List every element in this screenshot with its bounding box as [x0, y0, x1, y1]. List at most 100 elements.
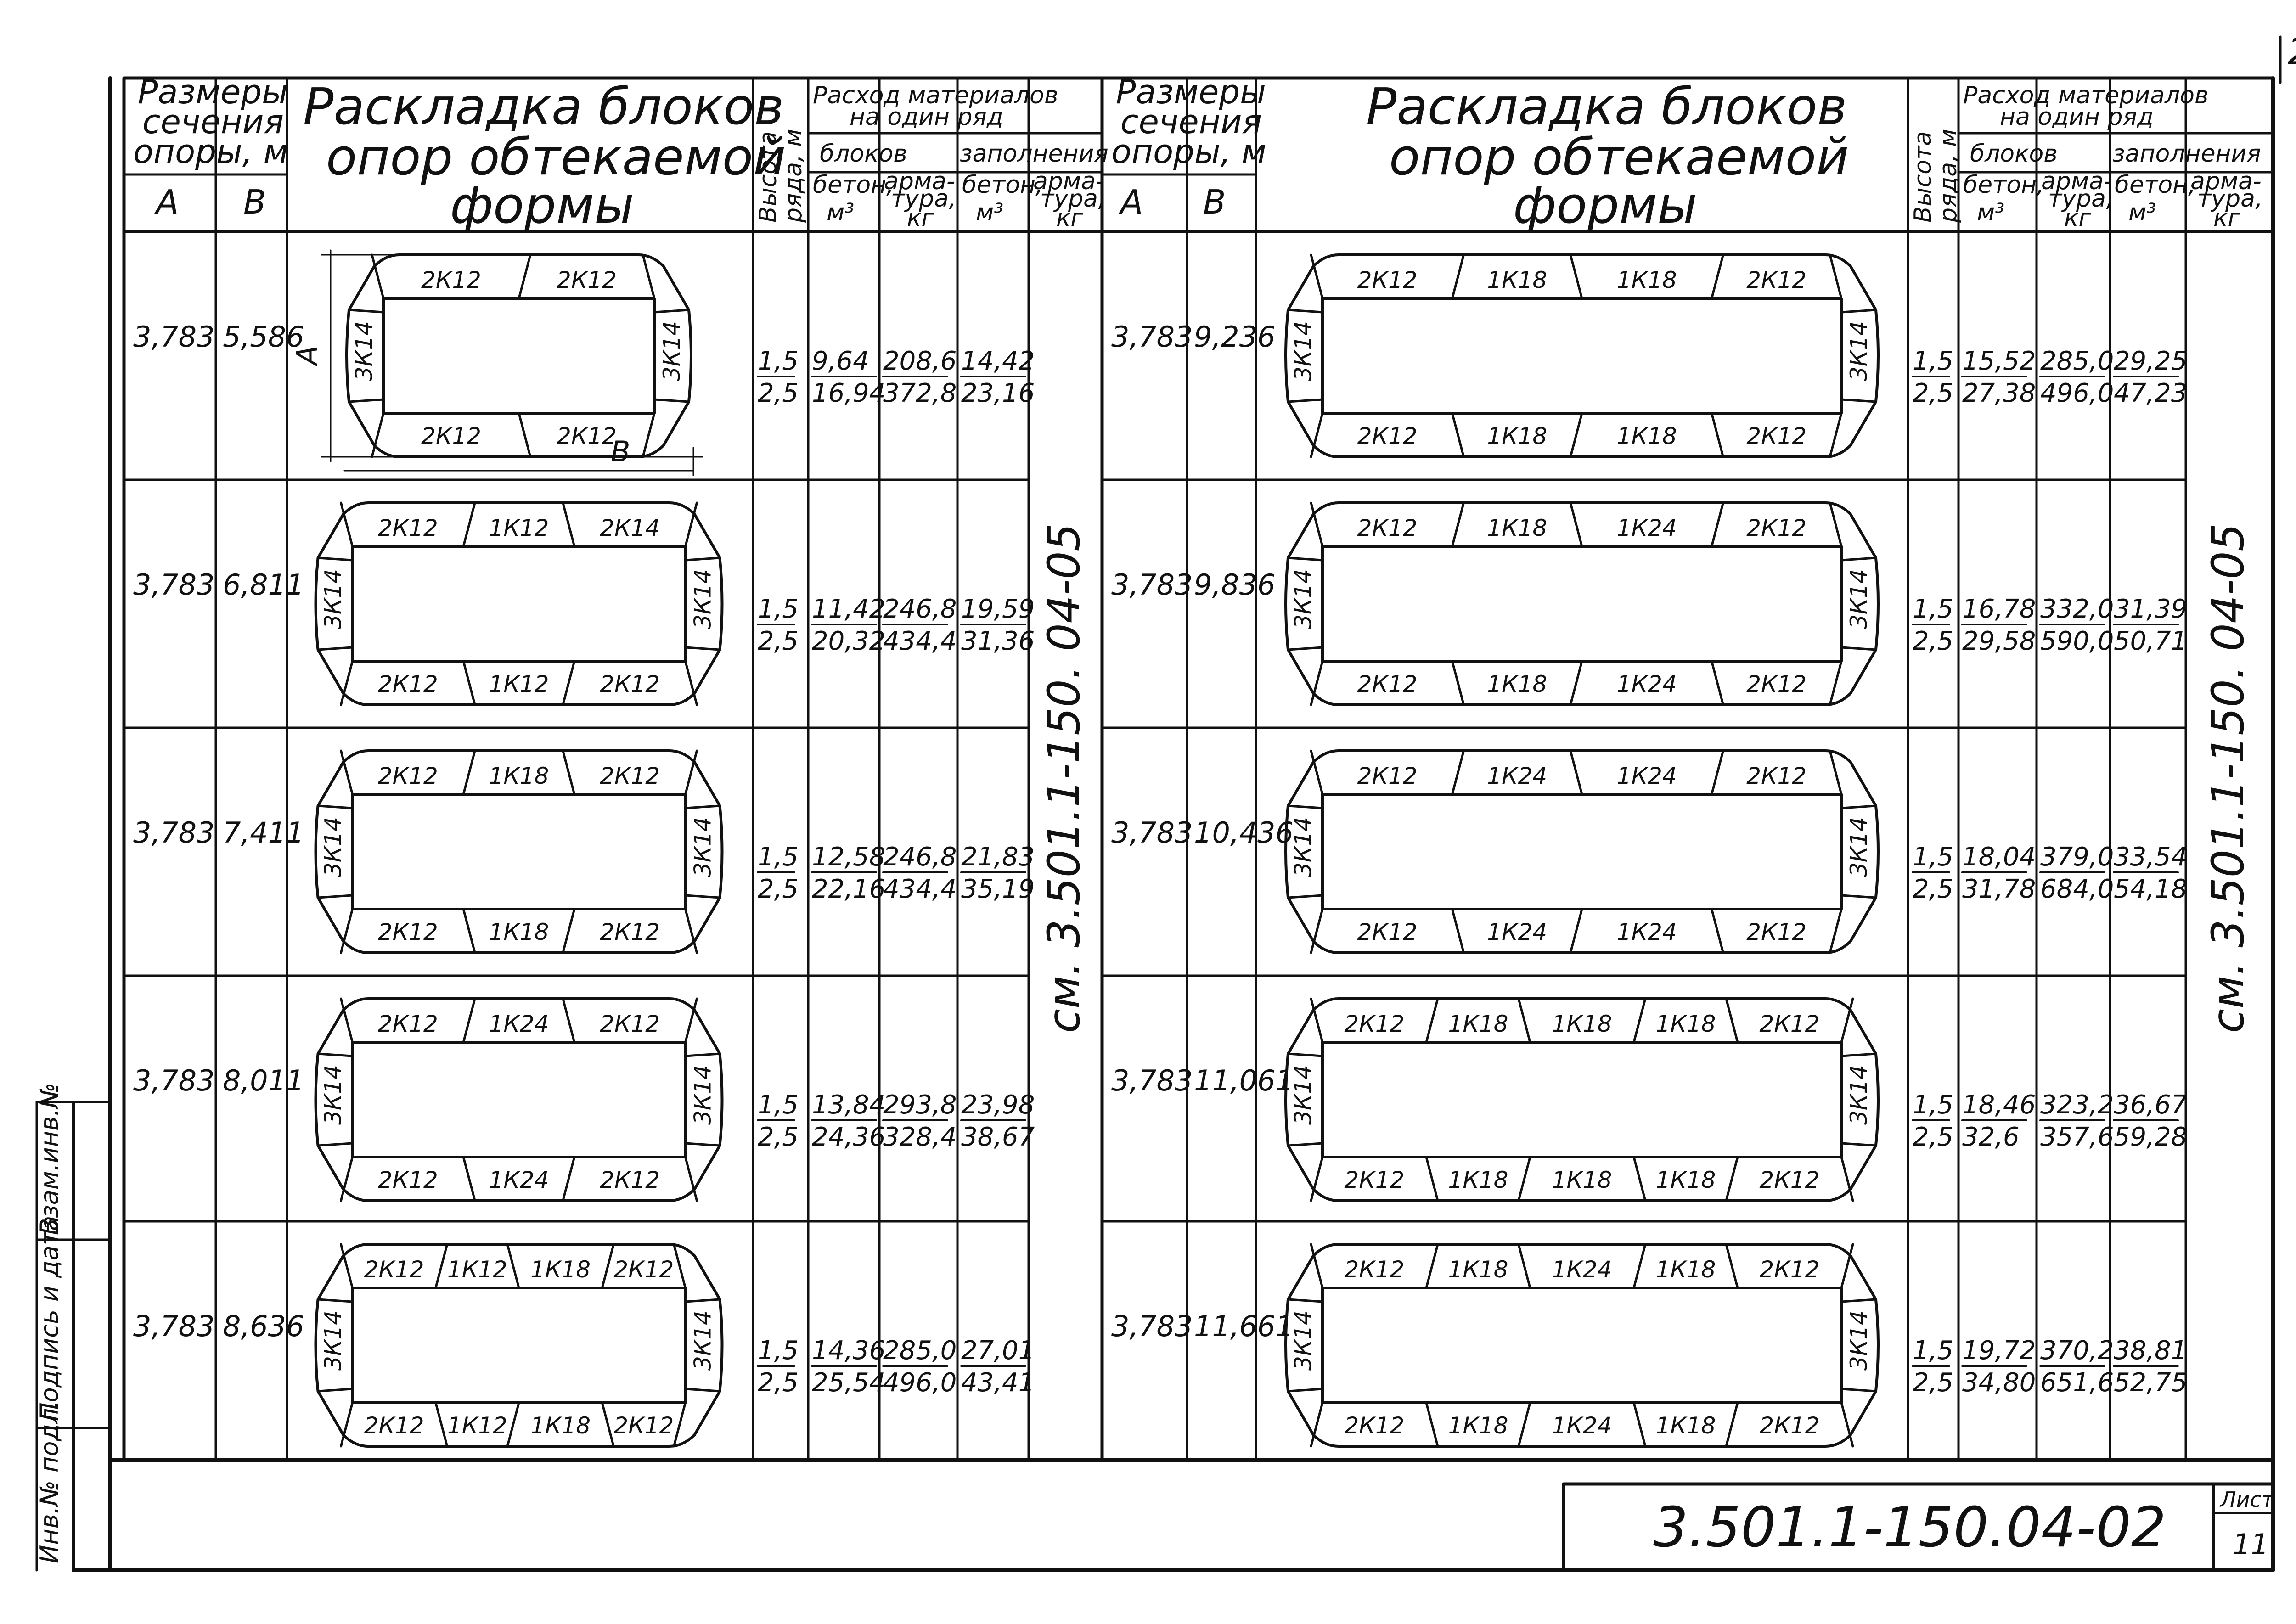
- pier-outline: [1284, 749, 1880, 954]
- block-label-top: 1К12: [489, 515, 549, 541]
- left-header-rebar3-3: кг: [1056, 204, 1083, 232]
- block-label-bottom: 2К12: [1746, 671, 1806, 697]
- value-h-bottom: 2,5: [1913, 874, 1953, 904]
- dim-a: 3,783: [1111, 816, 1193, 849]
- margin-label-inv: Инв.№ подл.: [35, 1400, 64, 1563]
- block-label-bottom: 1К18: [1656, 1167, 1716, 1193]
- block-label-top: 2К12: [378, 515, 438, 541]
- value-bc-top: 12,58: [812, 842, 885, 872]
- value-fc-bottom: 38,67: [961, 1122, 1035, 1152]
- block-label-left: 3К14: [320, 1310, 347, 1371]
- value-h-top: 1,5: [758, 1090, 799, 1120]
- dim-a: 3,783: [133, 568, 215, 601]
- value-fc-bottom: 35,19: [961, 874, 1035, 904]
- left-header-concrete-unit-2: м³: [976, 199, 1003, 226]
- block-label-bottom: 1К24: [1552, 1412, 1612, 1439]
- pier-outline: [314, 997, 724, 1202]
- block-label-bottom: 2К12: [600, 1167, 660, 1193]
- block-label-bottom: 2К12: [557, 423, 617, 450]
- block-label-right: 3К14: [658, 321, 685, 381]
- value-bc-top: 14,36: [812, 1336, 885, 1366]
- right-header-col-b: В: [1203, 183, 1226, 221]
- value-h-bottom: 2,5: [1913, 1122, 1953, 1152]
- pier-outline: [1284, 1243, 1880, 1448]
- value-fc-top: 33,54: [2114, 842, 2187, 872]
- left-header-blocks: блоков: [820, 140, 907, 168]
- right-header-blocks: блоков: [1970, 140, 2058, 168]
- value-br-bottom: 372,8: [883, 378, 957, 408]
- pier-void: [1321, 793, 1843, 910]
- block-label-top: 1К12: [447, 1256, 507, 1283]
- value-h-bottom: 2,5: [758, 626, 799, 656]
- dim-b: 9,836: [1194, 568, 1276, 601]
- block-label-bottom: 2К12: [364, 1412, 424, 1439]
- value-h-bottom: 2,5: [758, 1368, 799, 1398]
- dimension-label-a: А: [290, 346, 324, 367]
- value-br-top: 285,0: [2040, 346, 2114, 376]
- block-label-top: 1К18: [1448, 1256, 1508, 1283]
- dim-b: 8,636: [223, 1309, 304, 1343]
- block-label-top: 2К12: [1746, 515, 1806, 541]
- value-br-bottom: 651,6: [2040, 1368, 2114, 1398]
- value-br-bottom: 496,0: [2040, 378, 2114, 408]
- value-fc-top: 36,67: [2114, 1090, 2188, 1120]
- value-br-top: 285,0: [883, 1336, 957, 1366]
- right-header-concrete-0: бетон,: [1963, 171, 2044, 199]
- value-br-top: 379,0: [2040, 842, 2114, 872]
- block-label-top: 2К12: [1760, 1011, 1820, 1037]
- block-label-left: 3К14: [320, 1065, 347, 1125]
- stamp-code: 3.501.1-150.04-02: [1653, 1496, 2166, 1560]
- right-header-rebar-3: арма-: [2190, 168, 2262, 195]
- right-header-height-2: ряда, м: [1935, 129, 1962, 223]
- block-label-left: 3К14: [1290, 321, 1317, 381]
- dim-a: 3,783: [1111, 320, 1193, 354]
- block-label-bottom: 2К12: [600, 671, 660, 697]
- block-label-bottom: 1К12: [489, 671, 549, 697]
- block-label-bottom: 2К12: [1760, 1412, 1820, 1439]
- block-label-top: 2К12: [600, 763, 660, 789]
- left-header-dims-2: сечения: [142, 102, 284, 141]
- block-label-top: 2К12: [364, 1256, 424, 1283]
- dim-b: 6,811: [223, 568, 304, 601]
- block-label-right: 3К14: [1846, 321, 1872, 381]
- value-br-top: 370,2: [2040, 1336, 2114, 1366]
- value-br-bottom: 496,0: [883, 1368, 957, 1398]
- dim-a: 3,783: [133, 816, 215, 849]
- block-label-left: 3К14: [320, 569, 347, 629]
- block-label-top: 1К18: [1448, 1011, 1508, 1037]
- margin-label-replace: Взам.инв.№: [35, 1083, 64, 1235]
- left-header-col-b: В: [243, 183, 266, 221]
- right-header-height-1: Высота: [1909, 131, 1937, 223]
- block-label-left: 3К14: [1290, 1065, 1317, 1125]
- block-label-bottom: 1К12: [447, 1412, 507, 1439]
- dim-b: 5,586: [223, 320, 304, 354]
- value-br-top: 323,2: [2040, 1090, 2114, 1120]
- block-label-top: 1К18: [1552, 1011, 1612, 1037]
- value-br-bottom: 590,0: [2040, 626, 2114, 656]
- block-label-top: 2К12: [1345, 1011, 1405, 1037]
- right-header-concrete-unit-2: м³: [2128, 199, 2156, 226]
- value-fc-bottom: 54,18: [2114, 874, 2187, 904]
- value-fc-top: 31,39: [2114, 594, 2187, 624]
- right-header-rebar3-3: кг: [2213, 204, 2240, 232]
- block-label-top: 1К18: [489, 763, 549, 789]
- left-header-concrete-unit-0: м³: [827, 199, 854, 226]
- value-br-top: 246,8: [883, 842, 957, 872]
- right-header-cons-2: на один ряд: [2000, 103, 2154, 131]
- left-header-rebar-3: арма-: [1033, 168, 1104, 195]
- block-label-right: 3К14: [690, 1065, 716, 1125]
- right-header-dims-1: Размеры: [1116, 73, 1266, 111]
- value-h-top: 1,5: [1913, 842, 1953, 872]
- left-header-rebar-1: арма-: [884, 168, 955, 195]
- block-label-top: 2К12: [378, 1011, 438, 1037]
